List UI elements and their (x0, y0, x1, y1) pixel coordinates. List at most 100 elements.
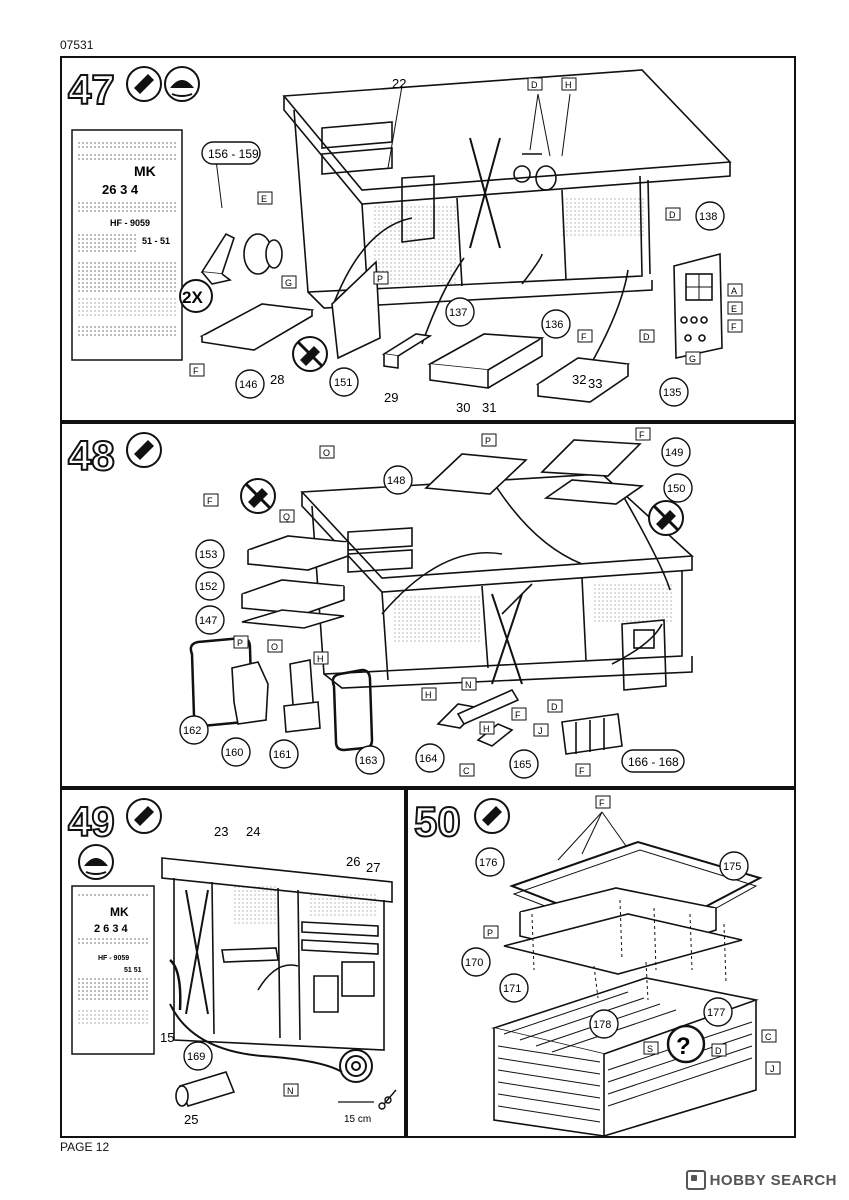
svg-text:H: H (565, 80, 572, 90)
svg-text:136: 136 (545, 319, 563, 331)
flag-j: J (533, 723, 549, 737)
step-50-panel: 50 ? 176 175 (406, 788, 796, 1138)
svg-text:F: F (193, 366, 199, 376)
flag-g: G (281, 275, 297, 289)
callout-148: 148 (383, 465, 413, 495)
svg-text:G: G (689, 354, 696, 364)
decal-water-icon (78, 844, 114, 880)
svg-text:164: 164 (419, 753, 437, 765)
svg-text:F: F (639, 430, 645, 440)
svg-text:F: F (731, 322, 737, 332)
svg-text:N: N (287, 1086, 294, 1096)
flag-d: D (527, 77, 543, 91)
quantity-2x-badge: 2X (179, 279, 213, 313)
hobby-search-logo-icon (685, 1170, 706, 1190)
step-48-diagram: 48 (67, 427, 694, 779)
svg-text:P: P (377, 274, 383, 284)
cabinet-body (491, 977, 759, 1137)
svg-text:169: 169 (187, 1051, 205, 1063)
callout-138: 138 (695, 201, 725, 231)
flag-d: D (711, 1043, 727, 1057)
flag-f: F (575, 763, 591, 777)
svg-text:156 - 159: 156 - 159 (208, 147, 259, 161)
svg-text:166 - 168: 166 - 168 (628, 755, 679, 769)
svg-text:147: 147 (199, 615, 217, 627)
flag-p: P (483, 925, 499, 939)
quantity-2x-label: 2X (182, 288, 203, 307)
svg-text:D: D (551, 702, 558, 712)
step-50-diagram: 50 ? 176 175 (413, 795, 781, 1137)
callout-166-168: 166 - 168 (621, 749, 685, 773)
flag-c: C (761, 1029, 777, 1043)
label-27: 27 (366, 860, 380, 875)
flag-h: H (313, 651, 329, 665)
decal-text-51: 51 - 51 (142, 236, 170, 246)
part-163-frame (331, 668, 374, 752)
svg-text:152: 152 (199, 581, 217, 593)
step-49-panel: 49 MK 2 6 3 4 HF - 9059 51 51 (60, 788, 406, 1138)
svg-text:J: J (538, 726, 543, 736)
decal-water-icon (164, 66, 200, 102)
svg-text:170: 170 (465, 957, 483, 969)
flag-d: D (639, 329, 655, 343)
watermark: HOBBY SEARCH (685, 1170, 837, 1190)
step-47-diagram: 47 MK 26 3 4 HF - 9059 51 - 51 (67, 65, 743, 415)
decal-text-mk: MK (110, 905, 129, 919)
svg-text:165: 165 (513, 759, 531, 771)
callout-169: 169 (183, 1041, 213, 1071)
decal-text-hf: HF - 9059 (110, 218, 150, 228)
svg-text:D: D (669, 210, 676, 220)
glue-icon (474, 798, 510, 834)
svg-text:178: 178 (593, 1019, 611, 1031)
callout-136: 136 (541, 309, 571, 339)
svg-text:162: 162 (183, 725, 201, 737)
flag-s: S (643, 1041, 659, 1055)
part-150-plate (543, 479, 645, 505)
cord-coil-icon (169, 1003, 374, 1103)
step-number: 50 (414, 798, 461, 845)
part-149-plate (540, 439, 642, 477)
callout-177: 177 (703, 997, 733, 1027)
svg-text:175: 175 (723, 861, 741, 873)
flag-f: F (511, 707, 527, 721)
flag-d: D (547, 699, 563, 713)
flag-g: G (685, 351, 701, 365)
decal-text-number: 26 3 4 (102, 182, 139, 197)
svg-text:J: J (770, 1064, 775, 1074)
flag-f: F (577, 329, 593, 343)
part-161-block (283, 659, 321, 733)
flag-o: O (267, 639, 283, 653)
svg-text:148: 148 (387, 475, 405, 487)
flag-h: H (479, 721, 495, 735)
svg-text:P: P (485, 436, 491, 446)
step-number: 47 (68, 66, 115, 113)
svg-text:F: F (599, 798, 605, 808)
callout-137: 137 (445, 297, 475, 327)
svg-text:Q: Q (283, 512, 290, 522)
svg-text:?: ? (676, 1033, 691, 1060)
svg-text:E: E (261, 194, 267, 204)
flag-a: A (727, 283, 743, 297)
part-156-159-bracket (200, 232, 283, 285)
callout-161: 161 (269, 739, 299, 769)
svg-text:153: 153 (199, 549, 217, 561)
callout-150: 150 (663, 473, 693, 503)
svg-text:H: H (317, 654, 324, 664)
svg-text:161: 161 (273, 749, 291, 761)
svg-text:177: 177 (707, 1007, 725, 1019)
callout-135: 135 (659, 377, 689, 407)
flag-f: F (203, 493, 219, 507)
part-30-31-block (381, 333, 545, 389)
cabinet-side-view (161, 857, 393, 1051)
callout-152: 152 (195, 571, 225, 601)
flag-p: P (373, 271, 389, 285)
svg-text:D: D (531, 80, 538, 90)
svg-text:D: D (643, 332, 650, 342)
callout-151: 151 (329, 367, 359, 397)
decal-text-number: 2 6 3 4 (94, 923, 129, 935)
flag-e: E (727, 301, 743, 315)
page-number: PAGE 12 (60, 1140, 110, 1154)
callout-171: 171 (499, 973, 529, 1003)
flag-n: N (283, 1083, 299, 1097)
svg-text:F: F (207, 496, 213, 506)
